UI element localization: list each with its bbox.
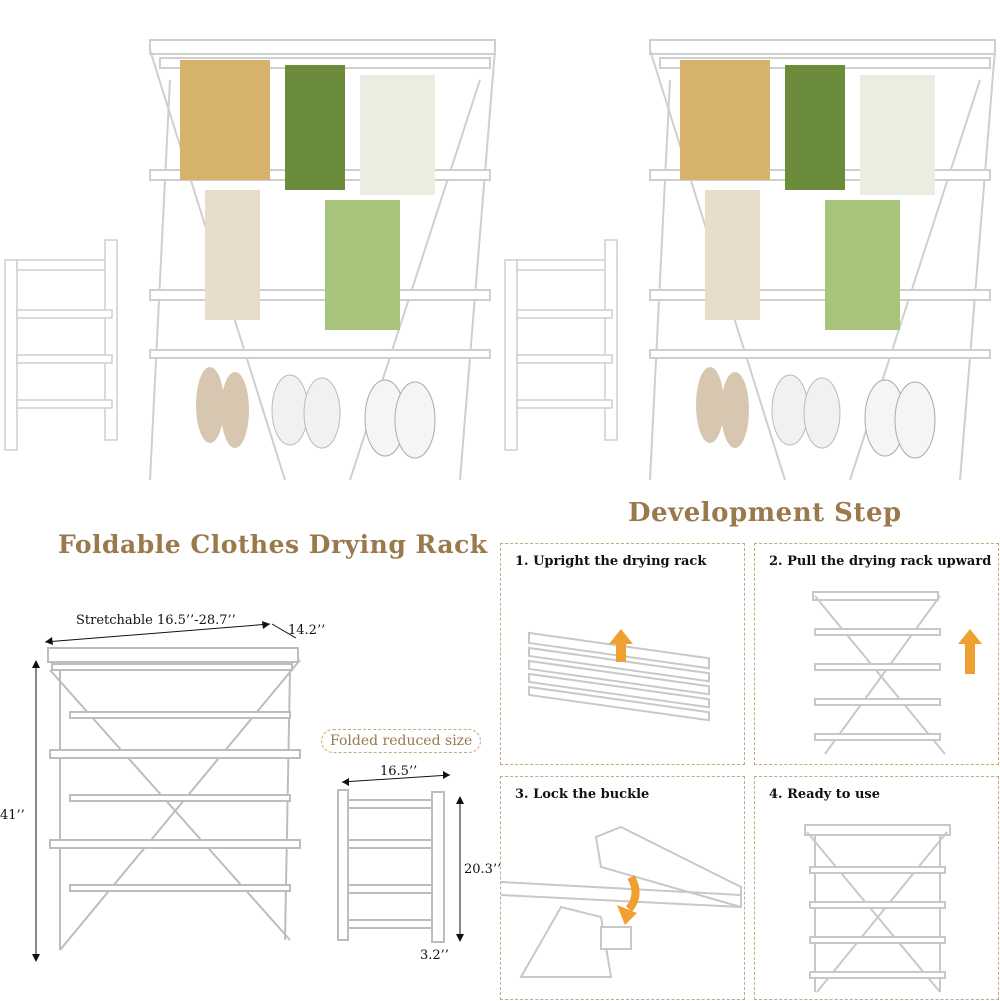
arrow-up-icon	[958, 629, 982, 674]
step-panel-4: 4. Ready to use	[754, 776, 999, 1000]
height-dimension-label: 41’’	[0, 808, 25, 823]
step-panel-3: 3. Lock the buckle	[500, 776, 745, 1000]
step-label-2: 2. Pull the drying rack upward	[769, 554, 992, 569]
dimension-diagram	[0, 600, 500, 1000]
step-label-3: 3. Lock the buckle	[515, 787, 650, 802]
width-dimension-label: Stretchable 16.5’’-28.7’’	[76, 613, 236, 628]
step-panel-2: 2. Pull the drying rack upward	[754, 543, 999, 765]
product-photo-right	[500, 20, 1000, 480]
arrow-down-icon	[617, 875, 640, 925]
steps-title: Development Step	[628, 498, 902, 528]
arrow-up-icon	[609, 629, 633, 662]
main-title: Foldable Clothes Drying Rack	[58, 530, 488, 559]
folded-depth-label: 3.2’’	[420, 948, 449, 963]
depth-dimension-label: 14.2’’	[288, 623, 326, 638]
product-photo-left	[0, 20, 500, 480]
folded-width-label: 16.5’’	[380, 764, 418, 779]
folded-size-badge: Folded reduced size	[321, 729, 482, 753]
step-panel-1: 1. Upright the drying rack	[500, 543, 745, 765]
step-label-1: 1. Upright the drying rack	[515, 554, 707, 569]
folded-height-label: 20.3’’	[464, 862, 502, 877]
folded-rack-image	[4, 239, 118, 451]
step-label-4: 4. Ready to use	[769, 787, 881, 802]
